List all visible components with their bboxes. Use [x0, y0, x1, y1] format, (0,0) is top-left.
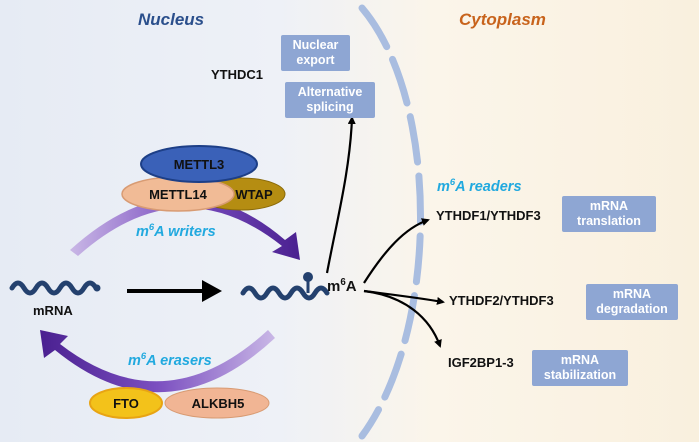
mrna-stabilization-box: mRNA stabilization — [532, 350, 628, 386]
modification-arrowhead — [202, 280, 222, 302]
mrna-end-cap-left — [93, 284, 101, 292]
mettl3-label: METTL3 — [173, 156, 225, 172]
arrow-to-igf2bp — [363, 289, 442, 348]
nucleus-title: Nucleus — [138, 10, 205, 29]
erasers-label: m6A erasers — [128, 350, 212, 369]
cytoplasm-title: Cytoplasm — [459, 10, 546, 29]
mettl3-ellipse — [140, 145, 258, 183]
mettl14-label: METTL14 — [149, 186, 207, 202]
arrow-to-ythdf1 — [363, 218, 430, 284]
wtap-label: WTAP — [235, 186, 273, 202]
fto-label: FTO — [113, 395, 139, 411]
ythdf2-ythdf3-label: YTHDF2/YTHDF3 — [449, 293, 554, 308]
mrna-wave-left — [9, 280, 99, 296]
mrna-translation-box: mRNA translation — [562, 196, 656, 232]
erasers-arc — [40, 330, 275, 393]
igf2bp1-3-label: IGF2BP1-3 — [448, 355, 514, 370]
fto-ellipse — [89, 387, 163, 419]
writers-label: m6A writers — [136, 221, 216, 240]
mrna-wave-right — [240, 285, 330, 301]
writers-arc — [70, 197, 300, 260]
ythdf1-ythdf3-label: YTHDF1/YTHDF3 — [436, 208, 541, 223]
ythdc1-label: YTHDC1 — [211, 67, 264, 82]
mrna-label: mRNA — [33, 303, 73, 318]
alternative-splicing-box: Alternative splicing — [285, 82, 375, 118]
nuclear-membrane — [358, 4, 424, 440]
arrow-to-ythdc1-functions — [325, 116, 356, 274]
m6a-methyl-dot — [303, 272, 313, 282]
mrna-degradation-box: mRNA degradation — [586, 284, 678, 320]
m6a-label: m6A — [327, 277, 357, 295]
nuclear-export-box: Nuclear export — [281, 35, 350, 71]
alkbh5-label: ALKBH5 — [191, 395, 245, 411]
alkbh5-ellipse — [164, 387, 270, 419]
readers-label: m6A readers — [437, 176, 522, 195]
